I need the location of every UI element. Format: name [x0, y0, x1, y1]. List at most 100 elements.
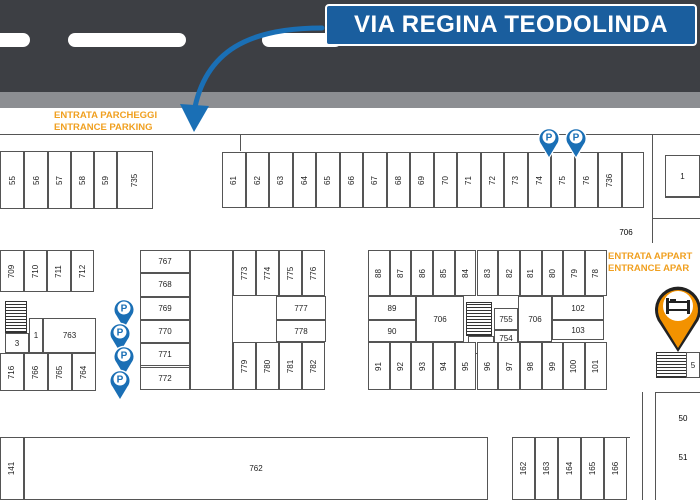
space-number: 102: [571, 303, 585, 313]
space-number: 93: [417, 361, 427, 371]
space-number: 74: [534, 175, 544, 185]
entrance-parking-en: ENTRANCE PARKING: [54, 122, 153, 133]
wall-line: [240, 135, 241, 151]
parking-space: 780: [256, 342, 279, 390]
space-number: 754: [499, 333, 513, 343]
parking-space: 72: [480, 152, 504, 208]
parking-space: 66: [339, 152, 363, 208]
parking-space: 101: [585, 342, 607, 390]
parking-space: 58: [71, 151, 94, 209]
parking-space: 767: [140, 250, 190, 274]
parking-space: 165: [581, 437, 604, 500]
space-number: 83: [482, 268, 492, 278]
parking-space: 777: [276, 296, 326, 320]
space-number: 88: [374, 268, 384, 278]
space-number: 164: [564, 461, 574, 476]
space-number: 85: [439, 268, 449, 278]
space-number: 765: [55, 365, 65, 379]
space-number: 103: [571, 325, 585, 335]
parking-space: 706: [416, 296, 464, 342]
space-number: 778: [294, 326, 308, 336]
parking-space: 736: [598, 152, 622, 208]
space-number: 5: [690, 360, 696, 370]
parking-space: 89: [368, 296, 416, 320]
space-number: 61: [229, 175, 239, 185]
wall-line: [665, 197, 700, 198]
parking-space: 78: [585, 250, 607, 296]
parking-space: 763: [43, 318, 96, 353]
svg-text:P: P: [121, 304, 128, 315]
space-number: 59: [101, 175, 110, 185]
parking-space: 87: [389, 250, 412, 296]
parking-space: 64: [292, 152, 316, 208]
svg-text:P: P: [546, 133, 553, 144]
parking-space: 712: [70, 250, 94, 292]
parking-space: 62: [245, 152, 269, 208]
parking-space: 711: [47, 250, 71, 292]
parking-space: 97: [498, 342, 520, 390]
parking-space: 91: [368, 342, 390, 390]
parking-space: 67: [363, 152, 387, 208]
parking-space: 73: [504, 152, 528, 208]
parking-space: 769: [140, 296, 190, 320]
space-number: 65: [323, 175, 333, 185]
wall-line: [0, 134, 700, 135]
parking-space: 82: [498, 250, 520, 296]
space-number: 769: [158, 303, 172, 313]
space-number: 1: [680, 171, 685, 181]
parking-space: [622, 152, 644, 208]
entrance-parking-it: ENTRATA PARCHEGGI: [54, 110, 158, 121]
parking-space: 770: [140, 319, 190, 344]
space-number: 762: [249, 464, 263, 473]
parking-space: 57: [48, 151, 71, 209]
parking-space: 103: [552, 320, 604, 340]
parking-space: 102: [552, 296, 604, 320]
mid-core: [190, 250, 233, 390]
space-number: 56: [31, 175, 41, 185]
space-number: 711: [54, 264, 64, 278]
parking-space: 96: [476, 342, 499, 390]
space-number: 710: [30, 264, 40, 278]
parking-space: 768: [140, 273, 190, 297]
parking-space: 63: [269, 152, 293, 208]
parking-space: 716: [0, 353, 24, 391]
space-number: 80: [547, 268, 557, 278]
space-number: 782: [308, 359, 318, 373]
parking-space: 771: [140, 343, 190, 367]
parking-space: 1: [665, 155, 700, 197]
parking-space: 774: [256, 250, 279, 296]
space-number: 95: [461, 361, 471, 371]
parking-space: 782: [302, 342, 325, 390]
space-number: 706: [433, 314, 447, 324]
entrance-apartment-label: ENTRATA APPART ENTRANCE APAR: [608, 251, 692, 275]
space-number: 55: [7, 175, 17, 185]
space-number: 165: [587, 461, 597, 476]
space-number: 777: [294, 303, 308, 313]
space-number: 716: [7, 365, 17, 379]
parking-space: 95: [454, 342, 477, 390]
curb: [0, 92, 700, 108]
svg-text:P: P: [121, 351, 128, 362]
wall-line: [642, 392, 643, 500]
parking-pin-icon: P: [109, 369, 131, 402]
parking-space: 93: [411, 342, 434, 390]
parking-space: 1: [29, 318, 43, 353]
parking-space: 766: [24, 353, 48, 391]
parking-space: 3: [5, 333, 29, 353]
parking-space: 83: [476, 250, 499, 296]
svg-text:P: P: [117, 375, 124, 386]
parking-space: 706: [518, 296, 552, 342]
parking-space: 100: [563, 342, 585, 390]
space-number: 72: [487, 175, 497, 185]
space-number: 3: [14, 338, 20, 348]
space-number: 58: [78, 175, 87, 185]
parking-space: 79: [563, 250, 585, 296]
space-number: 772: [158, 373, 172, 383]
space-number: 735: [130, 173, 140, 187]
space-number: 773: [239, 266, 249, 280]
parking-space: 762: [24, 437, 488, 500]
space-number: 709: [7, 264, 17, 278]
parking-space: 84: [454, 250, 477, 296]
svg-text:P: P: [573, 133, 580, 144]
